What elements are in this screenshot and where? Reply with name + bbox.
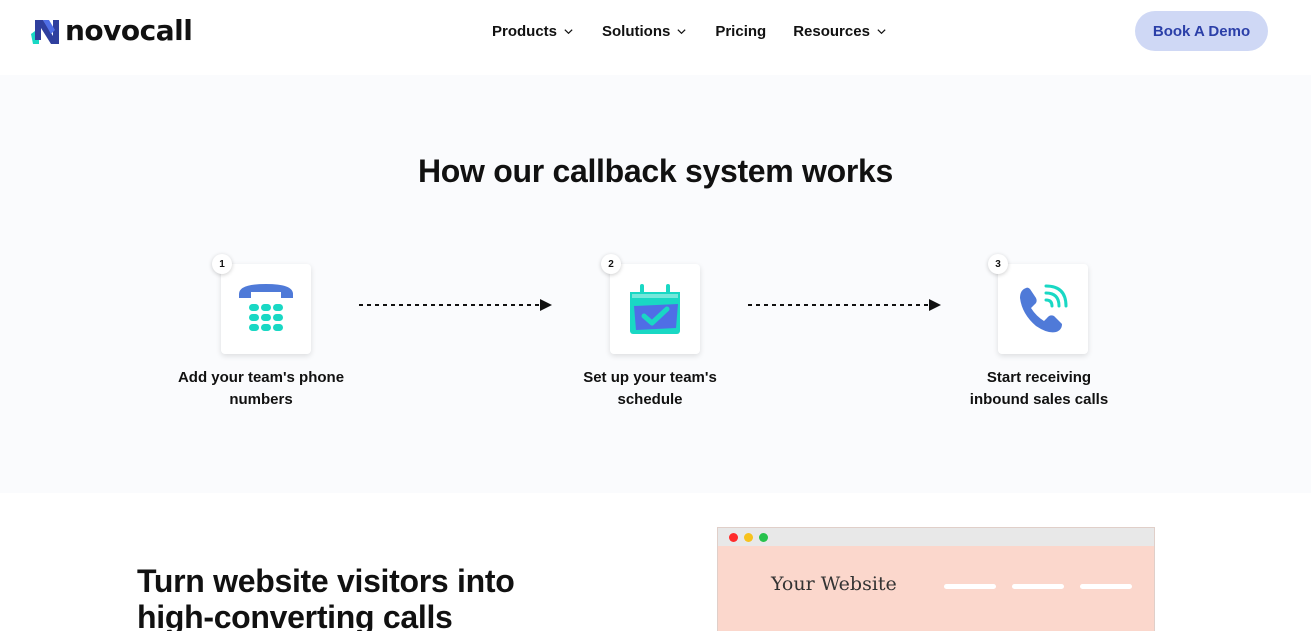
chevron-down-icon — [564, 28, 573, 34]
step-2-label-line2: schedule — [617, 391, 683, 408]
how-it-works-section: How our callback system works 1 Add your… — [0, 75, 1311, 493]
step-3-label-line1: Start receiving — [986, 369, 1092, 386]
step-2-label: Set up your team's schedule — [550, 367, 750, 411]
browser-nav-placeholder — [1012, 584, 1064, 589]
close-dot-icon — [729, 532, 738, 542]
nav-resources[interactable]: Resources — [793, 20, 887, 42]
browser-nav-placeholder — [944, 584, 996, 589]
telephone-keypad-icon — [239, 284, 293, 331]
nav-products-label: Products — [492, 22, 558, 40]
step-3-number: 3 — [988, 254, 1008, 274]
browser-mockup: Your Website — [717, 527, 1155, 631]
section-title: How our callback system works — [417, 153, 894, 189]
step-2-card — [610, 264, 700, 354]
nav-products[interactable]: Products — [492, 20, 574, 42]
chevron-down-icon — [877, 28, 886, 34]
step-3-label-line2: inbound sales calls — [969, 391, 1109, 408]
turn-visitors-title: Turn website visitors into high-converti… — [137, 563, 515, 631]
step-1-label-line2: numbers — [229, 391, 293, 408]
chevron-down-icon — [677, 28, 686, 34]
nav-resources-label: Resources — [793, 22, 870, 40]
browser-toolbar — [718, 528, 1154, 546]
maximize-dot-icon — [759, 532, 768, 542]
nav-pricing[interactable]: Pricing — [715, 20, 766, 42]
calendar-check-icon — [630, 284, 680, 334]
nav-solutions[interactable]: Solutions — [602, 20, 687, 42]
phone-ringing-icon — [1020, 284, 1068, 333]
step-1-number: 1 — [212, 254, 232, 274]
nav-pricing-label: Pricing — [715, 22, 767, 40]
site-header: novocall Products Solutions Pricing Reso… — [0, 0, 1311, 75]
dotted-arrow-icon — [359, 299, 552, 311]
browser-nav-placeholder — [1080, 584, 1132, 589]
minimize-dot-icon — [744, 532, 753, 542]
logo-text: novocall — [65, 14, 193, 47]
nav-solutions-label: Solutions — [602, 22, 671, 40]
step-2-label-line1: Set up your team's — [583, 369, 717, 386]
step-1-label-line1: Add your team's phone — [177, 369, 345, 386]
turn-title-line1: Turn website visitors into — [137, 563, 515, 599]
step-1-card — [221, 264, 311, 354]
logo[interactable]: novocall — [29, 14, 193, 47]
step-2-number: 2 — [601, 254, 621, 274]
step-3-label: Start receiving inbound sales calls — [939, 367, 1139, 411]
step-3-card — [998, 264, 1088, 354]
dotted-arrow-icon — [748, 299, 941, 311]
step-1-label: Add your team's phone numbers — [161, 367, 361, 411]
browser-site-label: Your Website — [771, 573, 897, 595]
main-nav: Products Solutions Pricing Resources — [492, 20, 887, 42]
book-demo-button[interactable]: Book A Demo — [1135, 11, 1268, 51]
novocall-logo-icon — [31, 20, 59, 44]
turn-title-line2: high-converting calls — [137, 599, 453, 631]
